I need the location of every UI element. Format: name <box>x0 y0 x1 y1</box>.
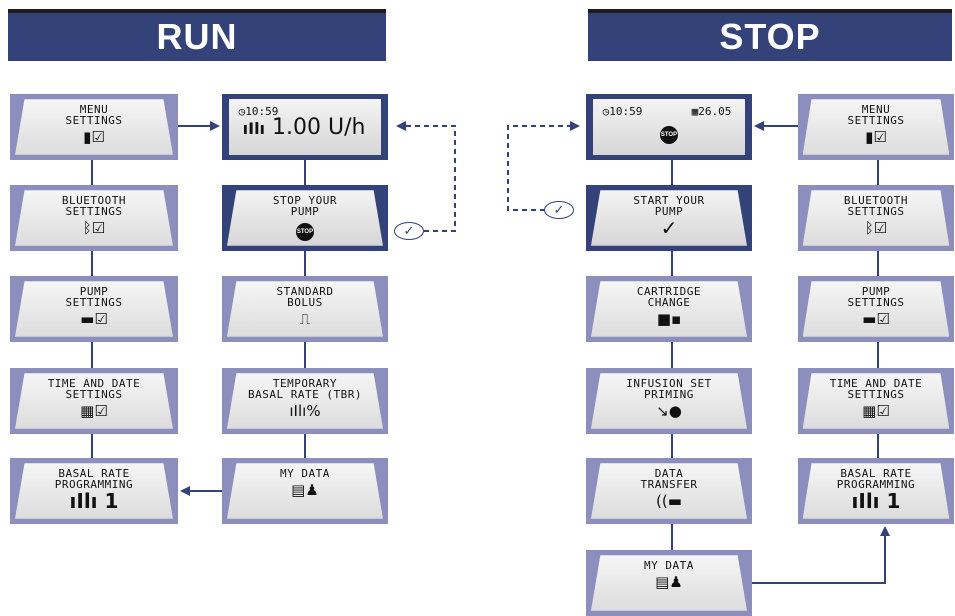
menu-item-line2: SETTINGS <box>65 114 123 128</box>
menu-item-line2: SETTINGS <box>65 296 123 310</box>
menu-item-line2: BASAL RATE (TBR) <box>248 388 362 402</box>
menu-item-line1: BASAL RATE <box>840 467 912 481</box>
menu-item-line2: SETTINGS <box>65 388 123 402</box>
basal-rate-icon: ıIlı 1 <box>852 491 901 511</box>
menu-settings-icon: ▮☑ <box>865 128 887 147</box>
run-header: RUN <box>8 9 386 61</box>
basal-rate-glyph: ıIlı <box>69 489 98 514</box>
my-data-icon: ▤♟ <box>291 481 319 500</box>
cartridge-icon: ■▪ <box>656 310 682 329</box>
menu-item-line1: PUMP <box>79 285 109 299</box>
menu-item-line2: PROGRAMMING <box>836 478 916 492</box>
menu-item-line2: SETTINGS <box>847 114 905 128</box>
bolus-icon: ⎍ <box>299 310 311 329</box>
run-home-screen[interactable]: ◷10:59 ıIlı 1.00 U/h <box>222 94 388 160</box>
menu-item-line1: TIME AND DATE <box>829 377 923 391</box>
run-home-rate-value: 1.00 U/h <box>272 115 366 141</box>
basal-rate-icon: ıIlı 1 <box>70 491 119 511</box>
menu-item-line2: PROGRAMMING <box>54 478 134 492</box>
start-pump-dashed-arrow <box>507 121 580 211</box>
menu-item-line1: MY DATA <box>644 559 694 573</box>
menu-item-line1: BASAL RATE <box>58 467 130 481</box>
menu-item-line1: CARTRIDGE <box>636 285 702 299</box>
my-data-icon: ▤♟ <box>655 573 683 592</box>
menu-item-line2: SETTINGS <box>847 205 905 219</box>
run-home-time: ◷10:59 <box>238 105 279 119</box>
stop-home-time: ◷10:59 <box>602 105 643 119</box>
menu-item-line2: CHANGE <box>647 296 691 310</box>
start-confirm-check-icon: ✓ <box>544 201 574 219</box>
stop-home-screen[interactable]: ◷10:59 ▦26.05 STOP <box>586 94 752 160</box>
menu-item-line2: TRANSFER <box>640 478 698 492</box>
stop-header: STOP <box>588 9 952 61</box>
menu-item-line1: TEMPORARY <box>272 377 338 391</box>
tbr-icon: ıIlı% <box>289 402 321 421</box>
basal-rate-glyph: ıIlı <box>851 489 880 514</box>
bluetooth-settings-icon: ᛒ☑ <box>82 219 106 238</box>
basal-rate-value: 1 <box>104 489 119 514</box>
time-date-settings-icon: ▦☑ <box>80 402 108 421</box>
checkmark-icon: ✓ <box>660 216 678 241</box>
stop-pump-dashed-arrow <box>396 121 456 232</box>
basal-rate-icon: ıIlı <box>242 119 266 139</box>
stop-icon: STOP <box>659 121 678 145</box>
menu-item-line1: PUMP <box>861 285 891 299</box>
menu-item-line1: BLUETOOTH <box>843 194 909 208</box>
time-date-settings-icon: ▦☑ <box>862 402 890 421</box>
menu-item-line1: BLUETOOTH <box>61 194 127 208</box>
menu-item-line2: SETTINGS <box>847 388 905 402</box>
stop-home-date: ▦26.05 <box>691 105 732 119</box>
menu-item-line2: PUMP <box>654 205 684 219</box>
basal-rate-value: 1 <box>886 489 901 514</box>
menu-item-line1: MENU <box>861 103 891 117</box>
menu-item-line1: MY DATA <box>280 467 330 481</box>
menu-item-line1: STOP YOUR <box>272 194 338 208</box>
pump-settings-icon: ▬☑ <box>862 310 890 329</box>
menu-item-line2: SETTINGS <box>65 205 123 219</box>
stop-mydata-to-basal-arrow <box>748 526 890 584</box>
menu-item-line2: PRIMING <box>644 388 694 402</box>
menu-item-line2: PUMP <box>290 205 320 219</box>
run-title: RUN <box>156 16 238 57</box>
run-main-menu-item-3[interactable]: MY DATA▤♟ <box>222 458 388 524</box>
menu-item-line1: STANDARD <box>276 285 334 299</box>
menu-item-line1: MENU <box>79 103 109 117</box>
menu-item-line1: DATA <box>654 467 684 481</box>
menu-item-line1: START YOUR <box>633 194 705 208</box>
stop-icon: STOP <box>295 220 314 242</box>
infusion-set-icon: ↘● <box>656 402 682 421</box>
run-home-rate: ıIlı 1.00 U/h <box>243 115 366 140</box>
menu-item-line2: SETTINGS <box>847 296 905 310</box>
pump-settings-icon: ▬☑ <box>80 310 108 329</box>
menu-item-line2: BOLUS <box>287 296 323 310</box>
menu-settings-icon: ▮☑ <box>83 128 105 147</box>
bluetooth-settings-icon: ᛒ☑ <box>864 219 888 238</box>
stop-confirm-check-icon: ✓ <box>394 222 424 240</box>
stop-title: STOP <box>719 16 821 57</box>
data-transfer-icon: ((▬ <box>656 492 682 511</box>
stop-icon-label: STOP <box>295 223 314 242</box>
stop-icon-label: STOP <box>659 126 678 145</box>
menu-item-line1: TIME AND DATE <box>47 377 141 391</box>
stop-main-menu-item-4[interactable]: MY DATA▤♟ <box>586 550 752 616</box>
menu-item-line1: INFUSION SET <box>626 377 712 391</box>
